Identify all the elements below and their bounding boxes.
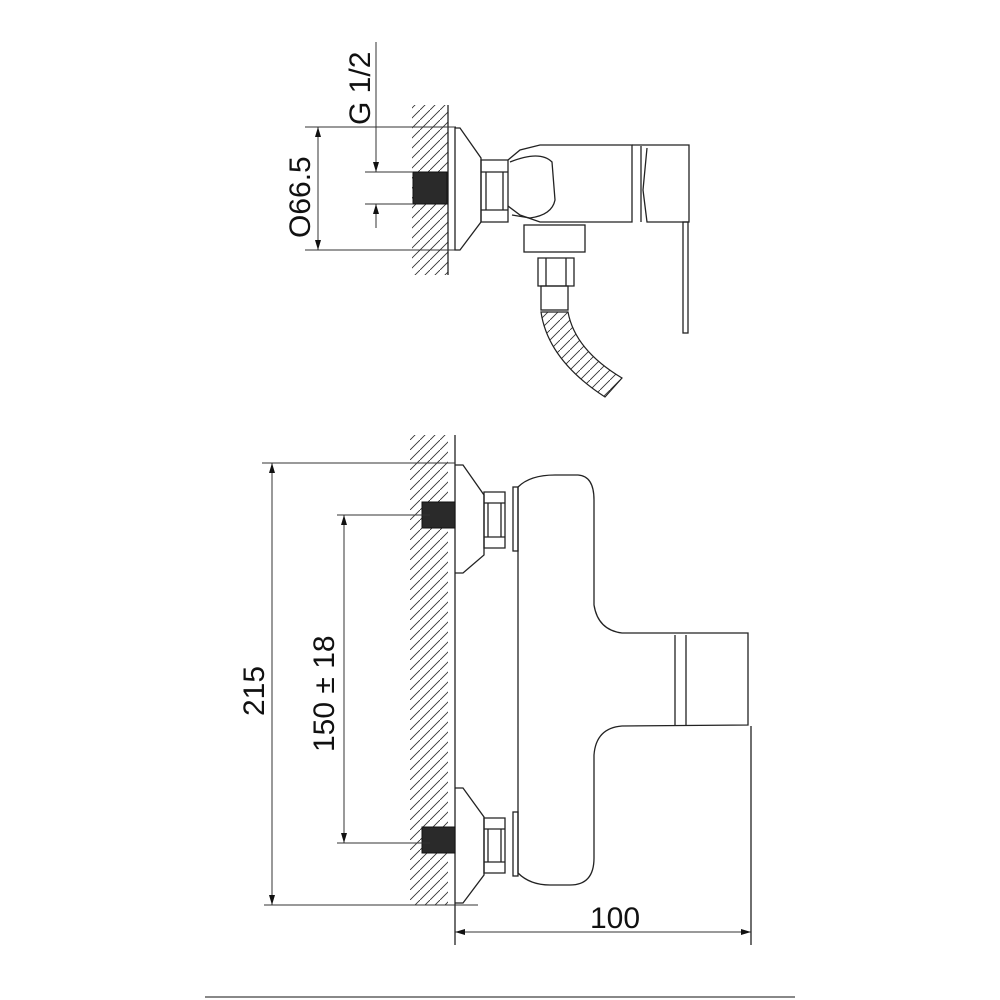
hex-nut	[480, 159, 509, 223]
depth-label: 100	[590, 902, 640, 935]
lever	[682, 221, 689, 334]
handle-lever	[674, 635, 687, 725]
handle	[632, 144, 690, 223]
front-view: 215 150 ± 18 100	[238, 435, 752, 945]
height-label: 215	[238, 666, 271, 716]
outlet-box	[523, 224, 586, 253]
thread-label: G 1/2	[344, 52, 377, 125]
upper-hex-nut	[483, 491, 506, 549]
lower-flange	[455, 787, 485, 904]
hose-nut	[537, 257, 575, 287]
upper-flange	[455, 464, 485, 574]
diameter-label: O66.5	[284, 156, 317, 238]
lower-hex-nut	[483, 817, 506, 874]
pipe-connection-block	[412, 171, 448, 205]
spacing-label: 150 ± 18	[308, 635, 341, 752]
lower-pipe-block	[421, 826, 456, 854]
upper-plate	[512, 486, 519, 552]
shower-hose	[540, 311, 623, 398]
lower-plate	[512, 811, 519, 877]
hose-ferrule	[540, 285, 569, 311]
top-view: G 1/2 O66.5	[284, 42, 690, 398]
mixer-body	[507, 144, 633, 223]
body-detail	[509, 155, 556, 219]
mixer-body	[517, 474, 749, 886]
flange	[454, 127, 482, 251]
